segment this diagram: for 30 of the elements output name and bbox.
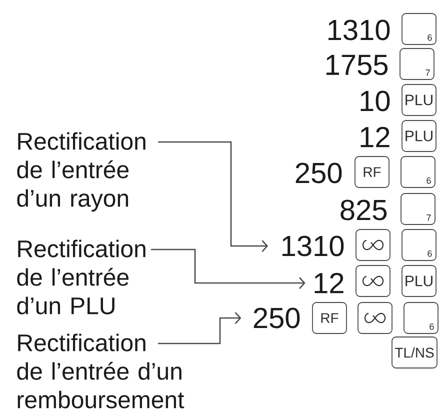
register-key: PLU <box>402 265 436 297</box>
callout-text: Rectification de l’entrée d’un rayon <box>17 132 146 212</box>
register-key <box>358 302 392 334</box>
leader-arrow <box>158 312 242 344</box>
callout-text: Rectification de l’entrée d’un remboursement <box>17 334 184 408</box>
register-key <box>356 265 390 297</box>
register-key: 7 <box>400 193 436 225</box>
callout-text: Rectification de l’entrée d’un PLU <box>17 240 146 314</box>
entered-amount: 250 <box>254 308 300 328</box>
register-key: 6 <box>400 156 436 188</box>
entered-amount: 1310 <box>328 20 390 40</box>
entered-amount: 12 <box>360 126 390 148</box>
register-key: RF <box>312 302 347 334</box>
register-key: TL/NS <box>392 336 438 368</box>
entered-amount: 1755 <box>326 54 388 76</box>
register-key: 6 <box>404 302 438 334</box>
register-key: RF <box>354 156 390 188</box>
register-key: 6 <box>402 229 436 261</box>
entered-amount: 10 <box>360 90 390 112</box>
entered-amount: 250 <box>296 162 342 184</box>
leader-arrow <box>158 141 268 252</box>
entered-amount: 825 <box>340 200 387 220</box>
register-key: PLU <box>402 84 436 116</box>
register-key <box>356 229 390 261</box>
leader-arrow <box>151 248 306 289</box>
entered-amount: 12 <box>314 272 344 294</box>
register-key: PLU <box>402 120 436 152</box>
entered-amount: 1310 <box>282 236 344 256</box>
register-key: 6 <box>402 13 436 45</box>
register-key: 7 <box>400 48 434 80</box>
